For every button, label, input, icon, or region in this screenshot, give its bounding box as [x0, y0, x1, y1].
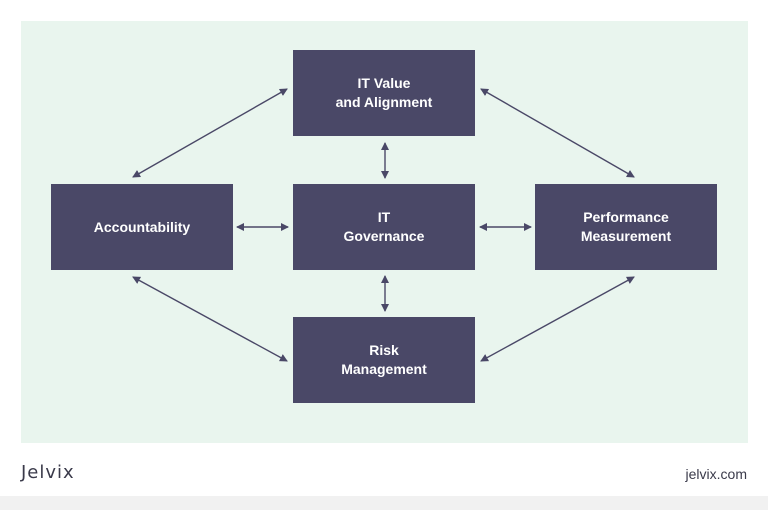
- brand-url: jelvix.com: [685, 466, 747, 482]
- node-risk-management: Risk Management: [293, 317, 475, 403]
- bottom-strip: [0, 496, 768, 510]
- node-performance-measurement: Performance Measurement: [535, 184, 717, 270]
- node-it-value-and-alignment: IT Value and Alignment: [293, 50, 475, 136]
- node-accountability: Accountability: [51, 184, 233, 270]
- brand-logo: Jelvix: [21, 462, 75, 483]
- node-it-governance: IT Governance: [293, 184, 475, 270]
